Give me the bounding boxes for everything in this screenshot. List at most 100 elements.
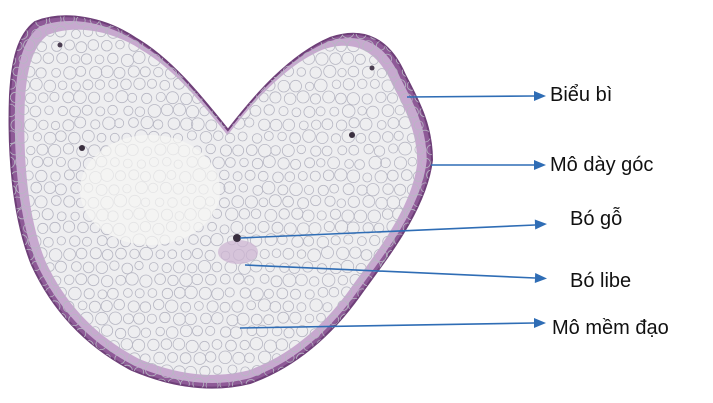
cell	[199, 26, 211, 38]
cell	[221, 42, 231, 52]
cell	[362, 326, 373, 337]
cell	[7, 28, 16, 37]
cell	[240, 81, 249, 90]
cell	[433, 185, 443, 195]
cell	[350, 15, 361, 26]
cell	[38, 355, 46, 363]
cell	[322, 15, 334, 27]
cell	[165, 41, 177, 53]
cell	[156, 15, 165, 24]
cell	[434, 132, 445, 143]
label-phloem: Bó libe	[570, 270, 631, 292]
cell	[386, 274, 399, 287]
cell	[442, 355, 451, 364]
cell	[396, 290, 405, 299]
cell	[181, 15, 191, 25]
cell	[403, 328, 412, 337]
cell	[88, 379, 99, 390]
cell	[327, 340, 340, 353]
cell	[70, 338, 82, 350]
cell	[246, 14, 255, 23]
label-xylem: Bó gỗ	[570, 207, 622, 230]
cell	[6, 289, 16, 299]
cell	[400, 14, 411, 25]
cell	[135, 27, 145, 37]
cell	[24, 299, 36, 311]
cell	[361, 377, 373, 389]
cell	[19, 340, 28, 349]
cell	[159, 29, 169, 39]
vascular-bundle-top-right	[370, 66, 375, 71]
cell	[420, 237, 431, 248]
cell	[219, 14, 231, 26]
cell	[154, 41, 163, 50]
cell	[434, 339, 444, 349]
cell	[3, 339, 15, 351]
cell	[30, 365, 41, 376]
cell	[58, 341, 68, 351]
cell	[192, 67, 203, 78]
cell	[397, 366, 406, 375]
cell	[212, 27, 221, 36]
cell	[234, 42, 244, 52]
cell	[433, 52, 443, 62]
cell	[402, 249, 411, 258]
arrowhead-pith	[534, 318, 546, 328]
cell	[402, 301, 411, 310]
cell	[24, 354, 35, 365]
cell	[394, 314, 404, 324]
cell	[233, 14, 242, 23]
cell	[374, 14, 385, 25]
cell	[415, 250, 426, 261]
cell	[419, 80, 430, 91]
cell	[271, 41, 281, 51]
cell	[367, 338, 380, 351]
cell	[24, 379, 34, 389]
cell	[427, 198, 437, 208]
cell	[382, 315, 392, 325]
cell	[234, 68, 242, 76]
cell	[412, 300, 424, 312]
cell	[422, 53, 432, 63]
cell	[76, 381, 86, 391]
label-epidermis: Biểu bì	[550, 84, 612, 106]
cell	[410, 29, 419, 38]
cell	[208, 15, 217, 24]
cell	[369, 366, 379, 376]
cell	[309, 352, 321, 364]
cell	[342, 364, 353, 375]
cell	[305, 367, 315, 377]
vascular-bundle-left	[79, 145, 85, 151]
cell	[317, 339, 329, 351]
cell	[245, 41, 254, 50]
cell	[252, 80, 264, 92]
cell	[10, 327, 20, 337]
cell	[4, 365, 14, 375]
cell	[207, 69, 216, 78]
cell	[142, 15, 151, 24]
cell	[201, 81, 210, 90]
cell	[38, 328, 48, 338]
cell	[439, 169, 451, 181]
cell	[45, 341, 54, 350]
cell	[368, 315, 379, 326]
cell	[115, 379, 127, 391]
cell	[202, 55, 211, 64]
cell	[82, 340, 93, 351]
cell	[207, 92, 220, 105]
cell	[82, 365, 94, 377]
cell	[188, 54, 198, 64]
cell	[425, 222, 438, 235]
cell	[12, 16, 21, 25]
arrowhead-epidermis	[534, 91, 546, 101]
xylem-bundle	[233, 234, 241, 242]
cell	[104, 381, 114, 391]
cell	[298, 15, 308, 25]
cell	[264, 54, 273, 63]
cell	[432, 79, 443, 90]
cell	[336, 355, 345, 364]
cell	[367, 288, 379, 300]
cell	[13, 302, 23, 312]
cell	[402, 274, 413, 285]
cell	[277, 53, 287, 63]
